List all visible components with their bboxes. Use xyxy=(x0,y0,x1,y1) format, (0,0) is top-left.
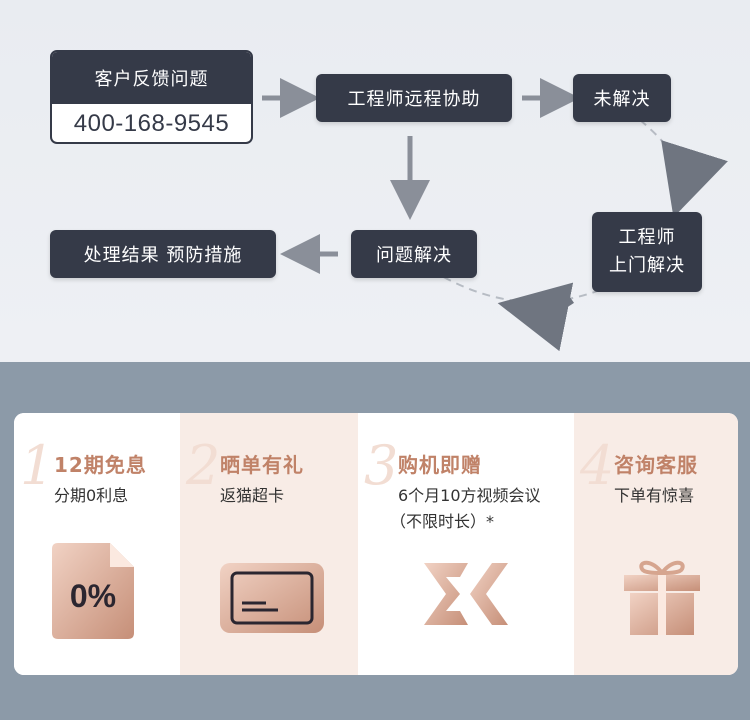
hotline-title: 客户反馈问题 xyxy=(52,52,251,104)
onsite-line1: 工程师 xyxy=(618,227,676,248)
gift-icon xyxy=(622,555,702,639)
benefit-title: 咨询客服 xyxy=(614,453,698,477)
dashed-loop-bottom xyxy=(439,274,601,303)
curve-arrow-right xyxy=(661,140,728,218)
benefit-sub: 6个月10方视频会议 （不限时长）* xyxy=(390,483,541,535)
remote-assist-step: 工程师远程协助 xyxy=(316,74,512,122)
card-icon xyxy=(220,563,324,637)
benefit-number: 1 xyxy=(20,434,55,497)
benefits-panel: 1 12期免息 分期0利息 0% 2 晒单有礼 返猫超卡 xyxy=(14,413,738,675)
benefit-sub: 返猫超卡 xyxy=(220,486,285,505)
percent-text: 0% xyxy=(70,578,116,614)
brand-logo-icon xyxy=(424,559,508,633)
flow-arrows xyxy=(262,78,728,352)
benefit-service[interactable]: 4 咨询客服 下单有惊喜 xyxy=(574,413,738,675)
onsite-step: 工程师 上门解决 xyxy=(592,212,702,292)
resolved-step: 问题解决 xyxy=(351,230,477,278)
benefit-installment[interactable]: 1 12期免息 分期0利息 0% xyxy=(14,413,180,675)
hotline-phone[interactable]: 400-168-9545 xyxy=(73,110,230,137)
result-step: 处理结果 预防措施 xyxy=(50,230,276,278)
onsite-line2: 上门解决 xyxy=(609,255,685,276)
curve-arrow-bottom xyxy=(497,282,575,352)
service-flow-section: 客户反馈问题 400-168-9545 工程师远程协助 未解决 工程师 上门解决… xyxy=(0,0,750,362)
benefit-title: 晒单有礼 xyxy=(220,453,304,477)
benefit-sub-line1: 6个月10方视频会议 xyxy=(398,486,541,505)
dashed-loop xyxy=(639,119,686,211)
unresolved-step: 未解决 xyxy=(573,74,671,122)
benefit-number: 4 xyxy=(580,434,615,497)
benefit-sub: 分期0利息 xyxy=(54,486,129,505)
benefit-sub: 下单有惊喜 xyxy=(614,486,695,505)
benefit-title: 购机即赠 xyxy=(398,453,482,477)
benefit-gift-meeting[interactable]: 3 购机即赠 6个月10方视频会议 （不限时长）* xyxy=(358,413,574,675)
benefit-number: 2 xyxy=(186,434,221,497)
benefit-number: 3 xyxy=(364,434,399,497)
benefit-sub-line2: （不限时长）* xyxy=(390,512,495,531)
hotline-card: 客户反馈问题 400-168-9545 xyxy=(50,50,253,144)
benefit-review[interactable]: 2 晒单有礼 返猫超卡 xyxy=(180,413,358,675)
percent-badge-icon: 0% xyxy=(52,543,134,643)
benefit-title: 12期免息 xyxy=(54,453,147,477)
